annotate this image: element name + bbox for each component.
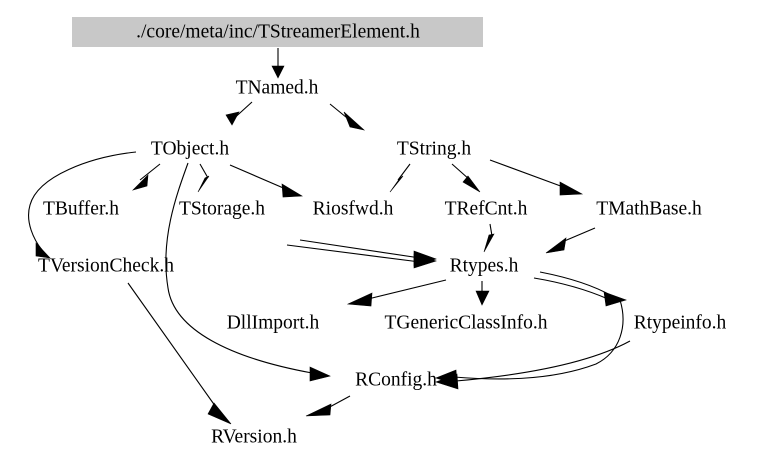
node-tnamed[interactable]: TNamed.h [236, 77, 319, 98]
node-trefcnt-label: TRefCnt.h [445, 198, 528, 219]
edge-tstring-to-tmathbase [489, 159, 584, 196]
node-rtypes-label: Rtypes.h [450, 255, 519, 276]
node-rversion-label: RVersion.h [211, 426, 297, 447]
edge-trefcnt-to-rtypes [483, 223, 495, 253]
node-tstorage[interactable]: TStorage.h [179, 198, 265, 219]
edge-root-to-tnamed [271, 48, 285, 79]
edge-tobject-to-rconfig [165, 162, 331, 382]
edge-rtypes-to-dllimport [346, 279, 447, 307]
node-rtypes[interactable]: Rtypes.h [450, 255, 519, 276]
node-rconfig-label: RConfig.h [355, 369, 437, 390]
edge-tversioncheck-to-rversion [127, 282, 232, 425]
edge-rconfig-to-rversion [305, 395, 351, 417]
edge-rtypes-to-rtypeinfo [533, 271, 627, 307]
edge-tnamed-to-tstring [329, 103, 366, 131]
edge-tstring-to-trefcnt [451, 163, 481, 193]
node-dllimport[interactable]: DllImport.h [227, 312, 320, 333]
node-rtypeinfo[interactable]: Rtypeinfo.h [634, 312, 727, 333]
node-tstring-label: TString.h [397, 138, 471, 159]
node-tbuffer-label: TBuffer.h [43, 198, 119, 219]
node-tmathbase-label: TMathBase.h [596, 198, 702, 219]
node-tstring[interactable]: TString.h [397, 138, 471, 159]
node-riosfwd-label: Riosfwd.h [313, 198, 394, 219]
edge-tobject-to-tversioncheck [28, 151, 137, 259]
edge-rtypes-to-tgenericclassinfo [475, 281, 490, 306]
node-tnamed-label: TNamed.h [236, 77, 319, 98]
node-tbuffer[interactable]: TBuffer.h [43, 198, 119, 219]
node-tstorage-label: TStorage.h [179, 198, 265, 219]
edge-tobject-to-tbuffer [131, 163, 161, 191]
node-tversioncheck[interactable]: TVersionCheck.h [38, 255, 174, 276]
node-tgenericclassinfo[interactable]: TGenericClassInfo.h [385, 312, 548, 333]
node-dllimport-label: DllImport.h [227, 312, 320, 333]
edge-tobject-to-riosfwd [229, 164, 303, 198]
node-tversioncheck-label: TVersionCheck.h [38, 255, 174, 276]
edge-rtypeinfo-to-rconfig [435, 340, 631, 390]
node-trefcnt[interactable]: TRefCnt.h [445, 198, 528, 219]
edge-tstring-to-riosfwd [389, 163, 411, 193]
node-layer: ./core/meta/inc/TStreamerElement.h TName… [38, 17, 727, 447]
node-rtypeinfo-label: Rtypeinfo.h [634, 312, 727, 333]
edge-tmathbase-to-rtypes [545, 227, 596, 254]
node-tobject[interactable]: TObject.h [151, 138, 229, 159]
edge-tobject-to-tstorage [197, 163, 210, 193]
node-tmathbase[interactable]: TMathBase.h [596, 198, 702, 219]
node-rversion[interactable]: RVersion.h [211, 426, 297, 447]
node-tobject-label: TObject.h [151, 138, 229, 159]
edge-tstorage-to-rtypes [286, 244, 437, 269]
edge-layer [28, 48, 631, 425]
node-root-label: ./core/meta/inc/TStreamerElement.h [136, 21, 420, 42]
edge-tnamed-to-tobject [225, 101, 253, 126]
node-rconfig[interactable]: RConfig.h [355, 369, 437, 390]
node-root[interactable]: ./core/meta/inc/TStreamerElement.h [72, 17, 483, 47]
node-root-box [72, 17, 483, 47]
node-riosfwd[interactable]: Riosfwd.h [313, 198, 394, 219]
node-tgenericclassinfo-label: TGenericClassInfo.h [385, 312, 548, 333]
